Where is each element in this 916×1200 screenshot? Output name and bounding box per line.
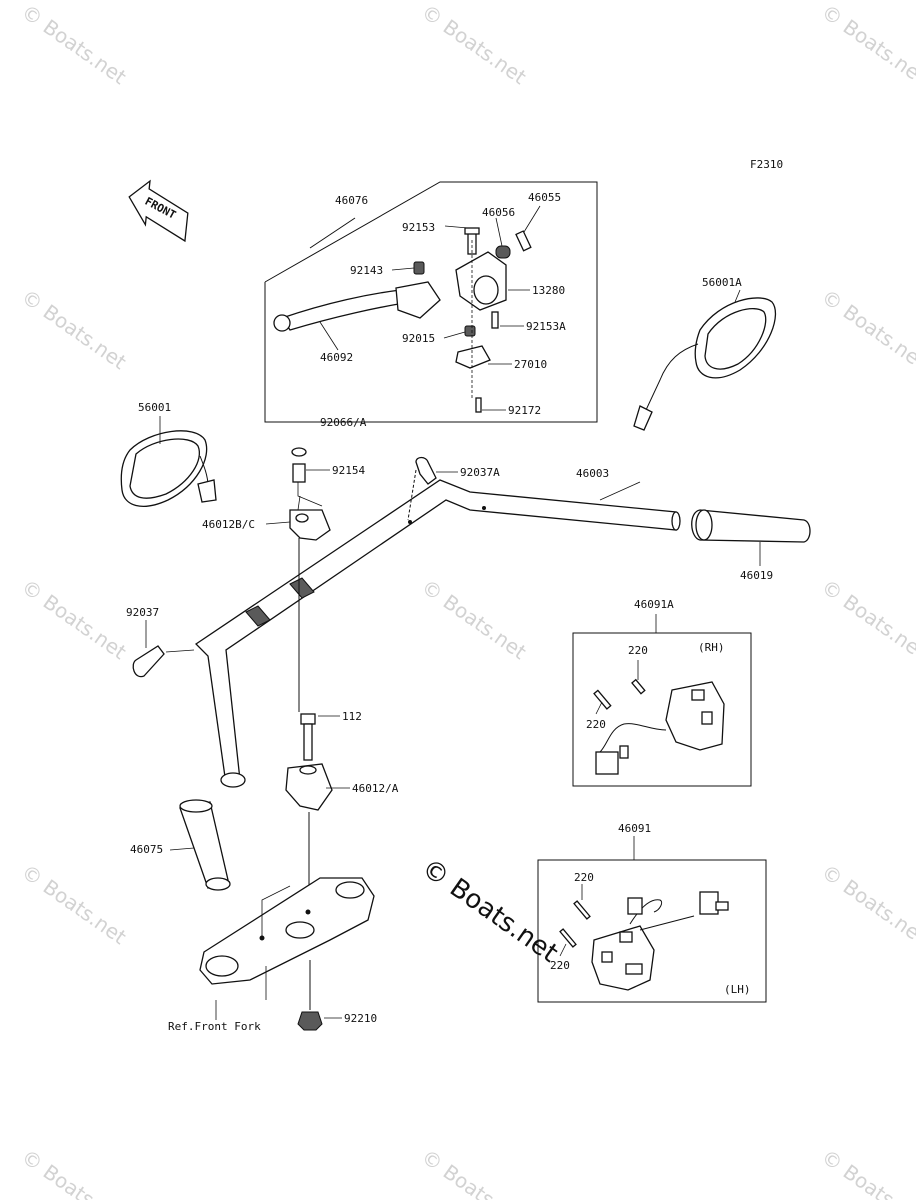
watermark: © Boats.net <box>817 859 916 949</box>
callout-92143: 92143 <box>350 264 383 277</box>
left-grip <box>169 799 231 891</box>
figure-code: F2310 <box>750 158 783 171</box>
watermark-layer: © Boats.net © Boats.net © Boats.net © Bo… <box>17 0 916 1200</box>
watermark: © Boats.net <box>817 0 916 89</box>
watermark: © Boats.net <box>817 1144 916 1200</box>
callout-46092: 46092 <box>320 351 353 364</box>
left-mirror <box>120 416 217 507</box>
callout-46055: 46055 <box>528 191 561 204</box>
cable-clamps <box>132 456 458 678</box>
callout-46003: 46003 <box>576 467 609 480</box>
right-grip <box>691 509 811 566</box>
callout-46056: 46056 <box>482 206 515 219</box>
callout-220: 220 <box>550 959 570 972</box>
callout-46091: 46091 <box>618 822 651 835</box>
watermark: © Boats.net <box>417 1144 531 1200</box>
callout-46076: 46076 <box>335 194 368 207</box>
callout-92153a: 92153A <box>526 320 566 333</box>
callout-56001: 56001 <box>138 401 171 414</box>
watermark: © Boats.net <box>817 284 916 374</box>
callout-46012a: 46012/A <box>352 782 399 795</box>
callout-92153: 92153 <box>402 221 435 234</box>
watermark: © Boats.net <box>17 574 131 664</box>
callout-lh: (LH) <box>724 983 751 996</box>
rh-switch-box <box>572 614 752 787</box>
watermark: © Boats.net <box>17 284 131 374</box>
center-watermark: © Boats.net <box>416 853 563 969</box>
right-mirror <box>633 289 777 431</box>
callout-46075: 46075 <box>130 843 163 856</box>
callout-220: 220 <box>586 718 606 731</box>
callout-27010: 27010 <box>514 358 547 371</box>
callout-ref-front-fork: Ref.Front Fork <box>168 1020 261 1033</box>
watermark: © Boats.net <box>17 1144 131 1200</box>
callout-46019: 46019 <box>740 569 773 582</box>
callout-rh: (RH) <box>698 641 725 654</box>
callout-92037a: 92037A <box>460 466 500 479</box>
callout-labels: 46076 46056 46055 92153 92143 13280 9201… <box>126 191 773 1033</box>
watermark: © Boats.net <box>17 859 131 949</box>
watermark: © Boats.net <box>17 0 131 89</box>
upper-triple-clamp <box>199 877 375 1020</box>
callout-56001a: 56001A <box>702 276 742 289</box>
callout-92037: 92037 <box>126 606 159 619</box>
callout-92210: 92210 <box>344 1012 377 1025</box>
handlebar-holders <box>265 421 350 900</box>
watermark: © Boats.net <box>417 0 531 89</box>
callout-220: 220 <box>628 644 648 657</box>
nut-92210 <box>297 960 342 1031</box>
watermark: © Boats.net <box>417 574 531 664</box>
callout-46091a: 46091A <box>634 598 674 611</box>
callout-13280: 13280 <box>532 284 565 297</box>
clutch-lever-assembly <box>264 181 598 423</box>
callout-92154: 92154 <box>332 464 365 477</box>
front-arrow-icon: FRONT <box>128 179 189 243</box>
watermark: © Boats.net <box>817 574 916 664</box>
callout-46012bc: 46012B/C <box>202 518 255 531</box>
lh-switch-box <box>537 836 767 1003</box>
callout-92172: 92172 <box>508 404 541 417</box>
handlebar <box>194 479 681 788</box>
callout-220: 220 <box>574 871 594 884</box>
callout-112: 112 <box>342 710 362 723</box>
callout-92066a: 92066/A <box>320 416 367 429</box>
callout-92015: 92015 <box>402 332 435 345</box>
